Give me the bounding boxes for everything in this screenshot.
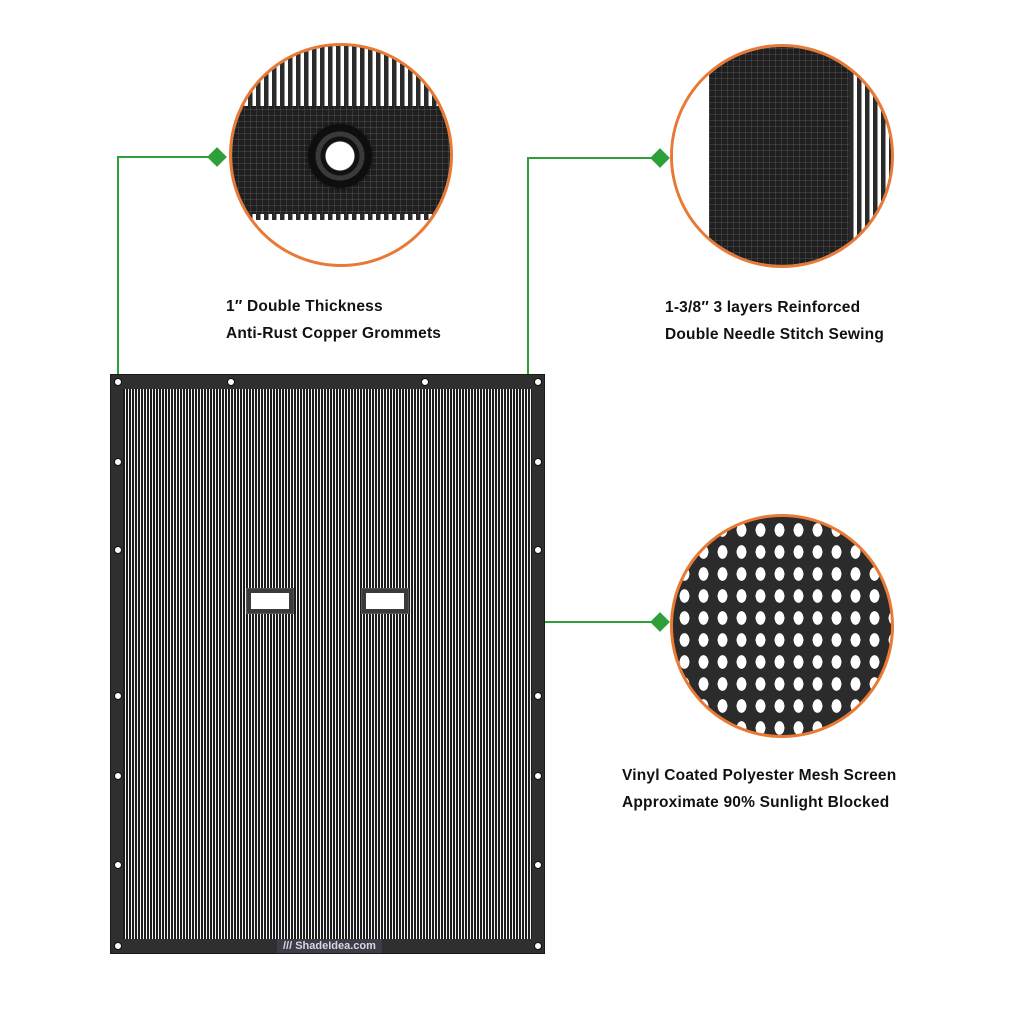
brand-label: /// ShadeIdea.com xyxy=(277,939,382,953)
grommet-top-4 xyxy=(534,378,542,386)
connector-line-stitching-horizontal xyxy=(527,157,657,159)
grommet-left-4 xyxy=(114,772,122,780)
stitched-hem-texture xyxy=(709,47,849,265)
connector-line-grommets-vertical xyxy=(117,156,119,380)
caption-grommets-line1: 1″ Double Thickness xyxy=(226,298,383,315)
connector-diamond-grommets xyxy=(207,147,227,167)
grommet-left-5 xyxy=(114,861,122,869)
cutout-window-left xyxy=(247,589,293,613)
caption-grommets: 1″ Double Thickness Anti-Rust Copper Gro… xyxy=(226,293,441,347)
grommet-right-4 xyxy=(534,772,542,780)
copper-grommet-icon xyxy=(308,124,372,188)
grommet-left-6 xyxy=(114,942,122,950)
caption-grommets-line2: Anti-Rust Copper Grommets xyxy=(226,325,442,342)
grommet-right-5 xyxy=(534,861,542,869)
connector-line-stitching-vertical xyxy=(527,157,529,380)
panel-mesh-area xyxy=(123,389,532,939)
connector-line-mesh-horizontal xyxy=(530,621,658,623)
grommet-right-3 xyxy=(534,692,542,700)
fine-mesh-edge xyxy=(232,214,450,220)
mesh-closeup-circle xyxy=(670,514,894,738)
caption-mesh-line1: Vinyl Coated Polyester Mesh Screen xyxy=(622,767,897,784)
mesh-beyond-hem-texture xyxy=(849,47,891,265)
cutout-window-right xyxy=(362,589,408,613)
grommet-closeup-circle xyxy=(229,43,453,267)
grommet-right-1 xyxy=(534,458,542,466)
fine-mesh-texture xyxy=(232,46,450,108)
white-margin xyxy=(673,47,709,265)
grommet-left-2 xyxy=(114,546,122,554)
caption-mesh: Vinyl Coated Polyester Mesh Screen Appro… xyxy=(622,762,896,816)
connector-diamond-mesh xyxy=(650,612,670,632)
caption-mesh-line2: Approximate 90% Sunlight Blocked xyxy=(622,794,890,811)
grommet-left-3 xyxy=(114,692,122,700)
stitching-closeup-circle xyxy=(670,44,894,268)
grommet-right-6 xyxy=(534,942,542,950)
connector-line-grommets-horizontal xyxy=(117,156,217,158)
grommet-top-1 xyxy=(114,378,122,386)
grommet-top-3 xyxy=(421,378,429,386)
grommet-top-2 xyxy=(227,378,235,386)
caption-stitching: 1-3/8″ 3 layers Reinforced Double Needle… xyxy=(665,294,884,348)
grommet-right-2 xyxy=(534,546,542,554)
shade-screen-panel: /// ShadeIdea.com xyxy=(110,374,545,954)
caption-stitching-line1: 1-3/8″ 3 layers Reinforced xyxy=(665,299,861,316)
connector-diamond-stitching xyxy=(650,148,670,168)
caption-stitching-line2: Double Needle Stitch Sewing xyxy=(665,326,884,343)
grommet-left-1 xyxy=(114,458,122,466)
